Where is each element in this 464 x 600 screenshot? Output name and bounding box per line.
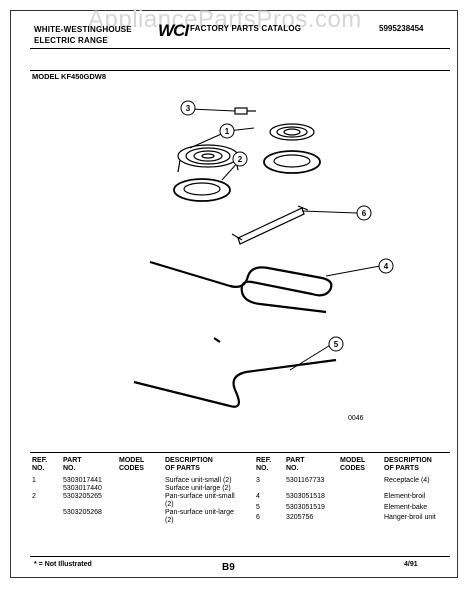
page-border [10,10,458,578]
parts-table-header: REF. NO. PART NO. MODEL CODES DESCRIPTIO… [32,457,442,477]
catalog-number: 5995238454 [379,24,424,33]
broil-hanger-drawing [231,205,309,245]
desc-cell: Surface unit-small (2) Surface unit-larg… [165,477,232,492]
callout-6-label: 6 [362,209,367,218]
callout-1-circle [219,123,235,139]
parts-table: REF. NO. PART NO. MODEL CODES DESCRIPTIO… [32,457,442,525]
ref-cell: 6 [256,514,260,522]
codes-cell [340,514,384,525]
callout-4-circle [378,258,394,274]
broil-element-drawing [149,260,333,314]
table-row: 2 5303205265 5303205268 Pan-surface unit… [32,493,442,524]
desc-cell: Element-broil [384,493,426,500]
callout-2-label: 2 [238,155,243,164]
header-ref-2: REF. NO. [256,457,272,472]
header-desc: DESCRIPTION OF PARTS [165,457,213,472]
header-part: PART NO. [63,457,82,472]
codes-cell [119,477,165,493]
ref-cell: 5 [256,503,260,511]
model-number: MODEL KF450GDW8 [32,72,107,81]
header-ref: REF. NO. [32,457,48,472]
callout-3-label: 3 [186,104,191,113]
codes-cell [119,493,165,525]
part-cell: 3205756 [286,514,314,522]
callout-circles [180,100,394,371]
part-cell: 5301167733 [286,477,325,484]
ref-cell: 2 [32,493,36,500]
wci-logo: WCI [158,21,189,40]
codes-cell [340,493,384,504]
codes-cell [340,504,384,515]
ref-cell: 3 [256,477,260,484]
model-rule [30,70,450,71]
table-row: 1 5303017441 5303017440 Surface unit-sma… [32,477,442,493]
brand-line-2: ELECTRIC RANGE [34,36,108,45]
exploded-parts-diagram: 1 2 3 4 5 6 [133,100,394,408]
diagram-code: 0046 [348,415,364,422]
header-rule [30,48,450,49]
bake-element-drawing [133,337,337,408]
part-cell: 5303051519 [286,503,325,511]
table-row: 5 5303051519 Element-bake [32,504,442,515]
header-codes: MODEL CODES [119,457,145,472]
callout-4-label: 4 [384,262,389,271]
callout-6-circle [356,205,372,221]
table-row: 6 3205756 Hanger-broil unit [32,514,442,525]
callout-1-label: 1 [225,127,230,136]
header-part-2: PART NO. [286,457,305,472]
not-illustrated-note: * = Not Illustrated [34,561,92,568]
brand-line-1: WHITE-WESTINGHOUSE [34,25,132,34]
callout-3-circle [180,100,196,116]
table-top-rule [30,452,450,453]
page-number: B9 [222,562,235,573]
surface-units-drawing [173,107,321,202]
codes-cell [340,477,384,493]
brand-block: WHITE-WESTINGHOUSE ELECTRIC RANGE [34,24,132,46]
header-desc-2: DESCRIPTION OF PARTS [384,457,432,472]
desc-cell: Element-bake [384,503,428,511]
ref-cell: 1 [32,477,36,484]
part-cell: 5303017441 5303017440 [63,477,102,492]
callout-5-circle [328,336,344,352]
catalog-title: FACTORY PARTS CATALOG [190,24,302,33]
part-cell: 5303205265 5303205268 [63,493,102,516]
catalog-date: 4/91 [404,561,418,568]
watermark: AppliancePartsPros.com [88,6,362,33]
desc-cell: Receptacle (4) [384,477,430,484]
footer-rule [30,556,450,557]
ref-cell: 4 [256,493,260,500]
desc-cell: Hanger-broil unit [384,514,436,522]
desc-cell: Pan-surface unit-small (2) Pan-surface u… [165,493,235,524]
header-codes-2: MODEL CODES [340,457,366,472]
callout-5-label: 5 [334,340,339,349]
part-cell: 5303051518 [286,493,325,500]
callout-2-circle [232,151,248,167]
